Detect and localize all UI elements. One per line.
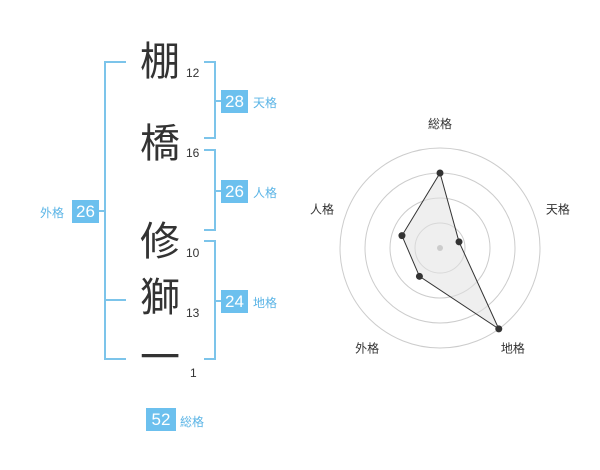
name-char-5: 一 [140, 335, 180, 381]
gaikaku-badge: 26 [72, 200, 99, 223]
soukaku-label: 総格 [180, 415, 205, 429]
radar-point-4 [415, 272, 423, 280]
jinkaku-badge: 26 [221, 180, 248, 203]
radar-axis-label-4: 外格 [355, 340, 379, 355]
radar-polygon [401, 171, 500, 331]
radar-axis-label-1: 総格 [428, 116, 452, 131]
radar-point-5 [398, 232, 406, 240]
tenkaku-badge: 28 [221, 90, 248, 113]
gaikaku-connector [96, 210, 106, 212]
radar-center [437, 245, 443, 251]
chikaku-badge: 24 [221, 290, 248, 313]
tenkaku-label: 天格 [253, 96, 278, 110]
radar-point-3 [495, 325, 503, 333]
name-char-4: 獅 [140, 275, 180, 321]
radar-point-1 [436, 169, 444, 177]
gaikaku-label: 外格 [40, 206, 65, 220]
radar-axis-label-5: 人格 [310, 202, 334, 217]
chikaku-label: 地格 [253, 296, 278, 310]
radar-point-2 [455, 238, 463, 246]
name-char-1: 棚 [140, 39, 180, 85]
radar-axis-label-3: 地格 [501, 340, 525, 355]
jinkaku-connector [214, 190, 222, 192]
stroke-count-4: 13 [186, 306, 200, 320]
stroke-count-1: 12 [186, 66, 200, 80]
tenkaku-connector [214, 100, 222, 102]
radar-ring-4 [339, 147, 541, 349]
stroke-count-3: 10 [186, 246, 200, 260]
chikaku-connector [214, 300, 222, 302]
gaikaku-inner-tick [104, 299, 126, 301]
jinkaku-label: 人格 [253, 186, 278, 200]
stroke-count-2: 16 [186, 146, 200, 160]
radar-axis-label-2: 天格 [546, 202, 570, 217]
name-char-2: 橋 [140, 121, 180, 167]
name-char-3: 修 [140, 219, 180, 265]
soukaku-badge: 52 [146, 408, 176, 431]
stroke-count-5: 1 [190, 366, 197, 380]
